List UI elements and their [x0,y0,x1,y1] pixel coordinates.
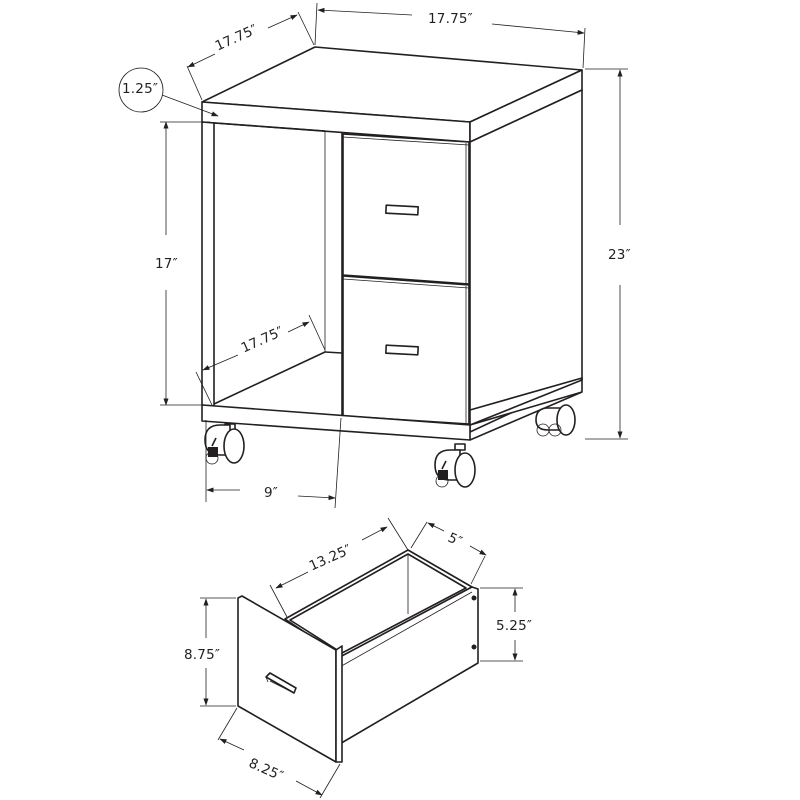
caster-front-right [434,443,476,488]
label-top-thickness: 1.25″ [122,81,159,97]
cabinet-dimension-lines [118,2,628,509]
label-overall-height: 23″ [608,247,631,263]
drawer-illustration [237,549,479,763]
label-drawer-front-height: 8.75″ [184,647,221,663]
label-drawer-side-height: 5.25″ [496,618,533,634]
label-top-width: 17.75″ [428,11,473,27]
drawer-dimension-lines [200,517,523,799]
caster-back-right [535,404,576,437]
cabinet-illustration [201,46,583,488]
label-shelf-width: 9″ [264,485,279,501]
caster-front-left [204,423,245,465]
label-shelf-height: 17″ [155,256,178,272]
